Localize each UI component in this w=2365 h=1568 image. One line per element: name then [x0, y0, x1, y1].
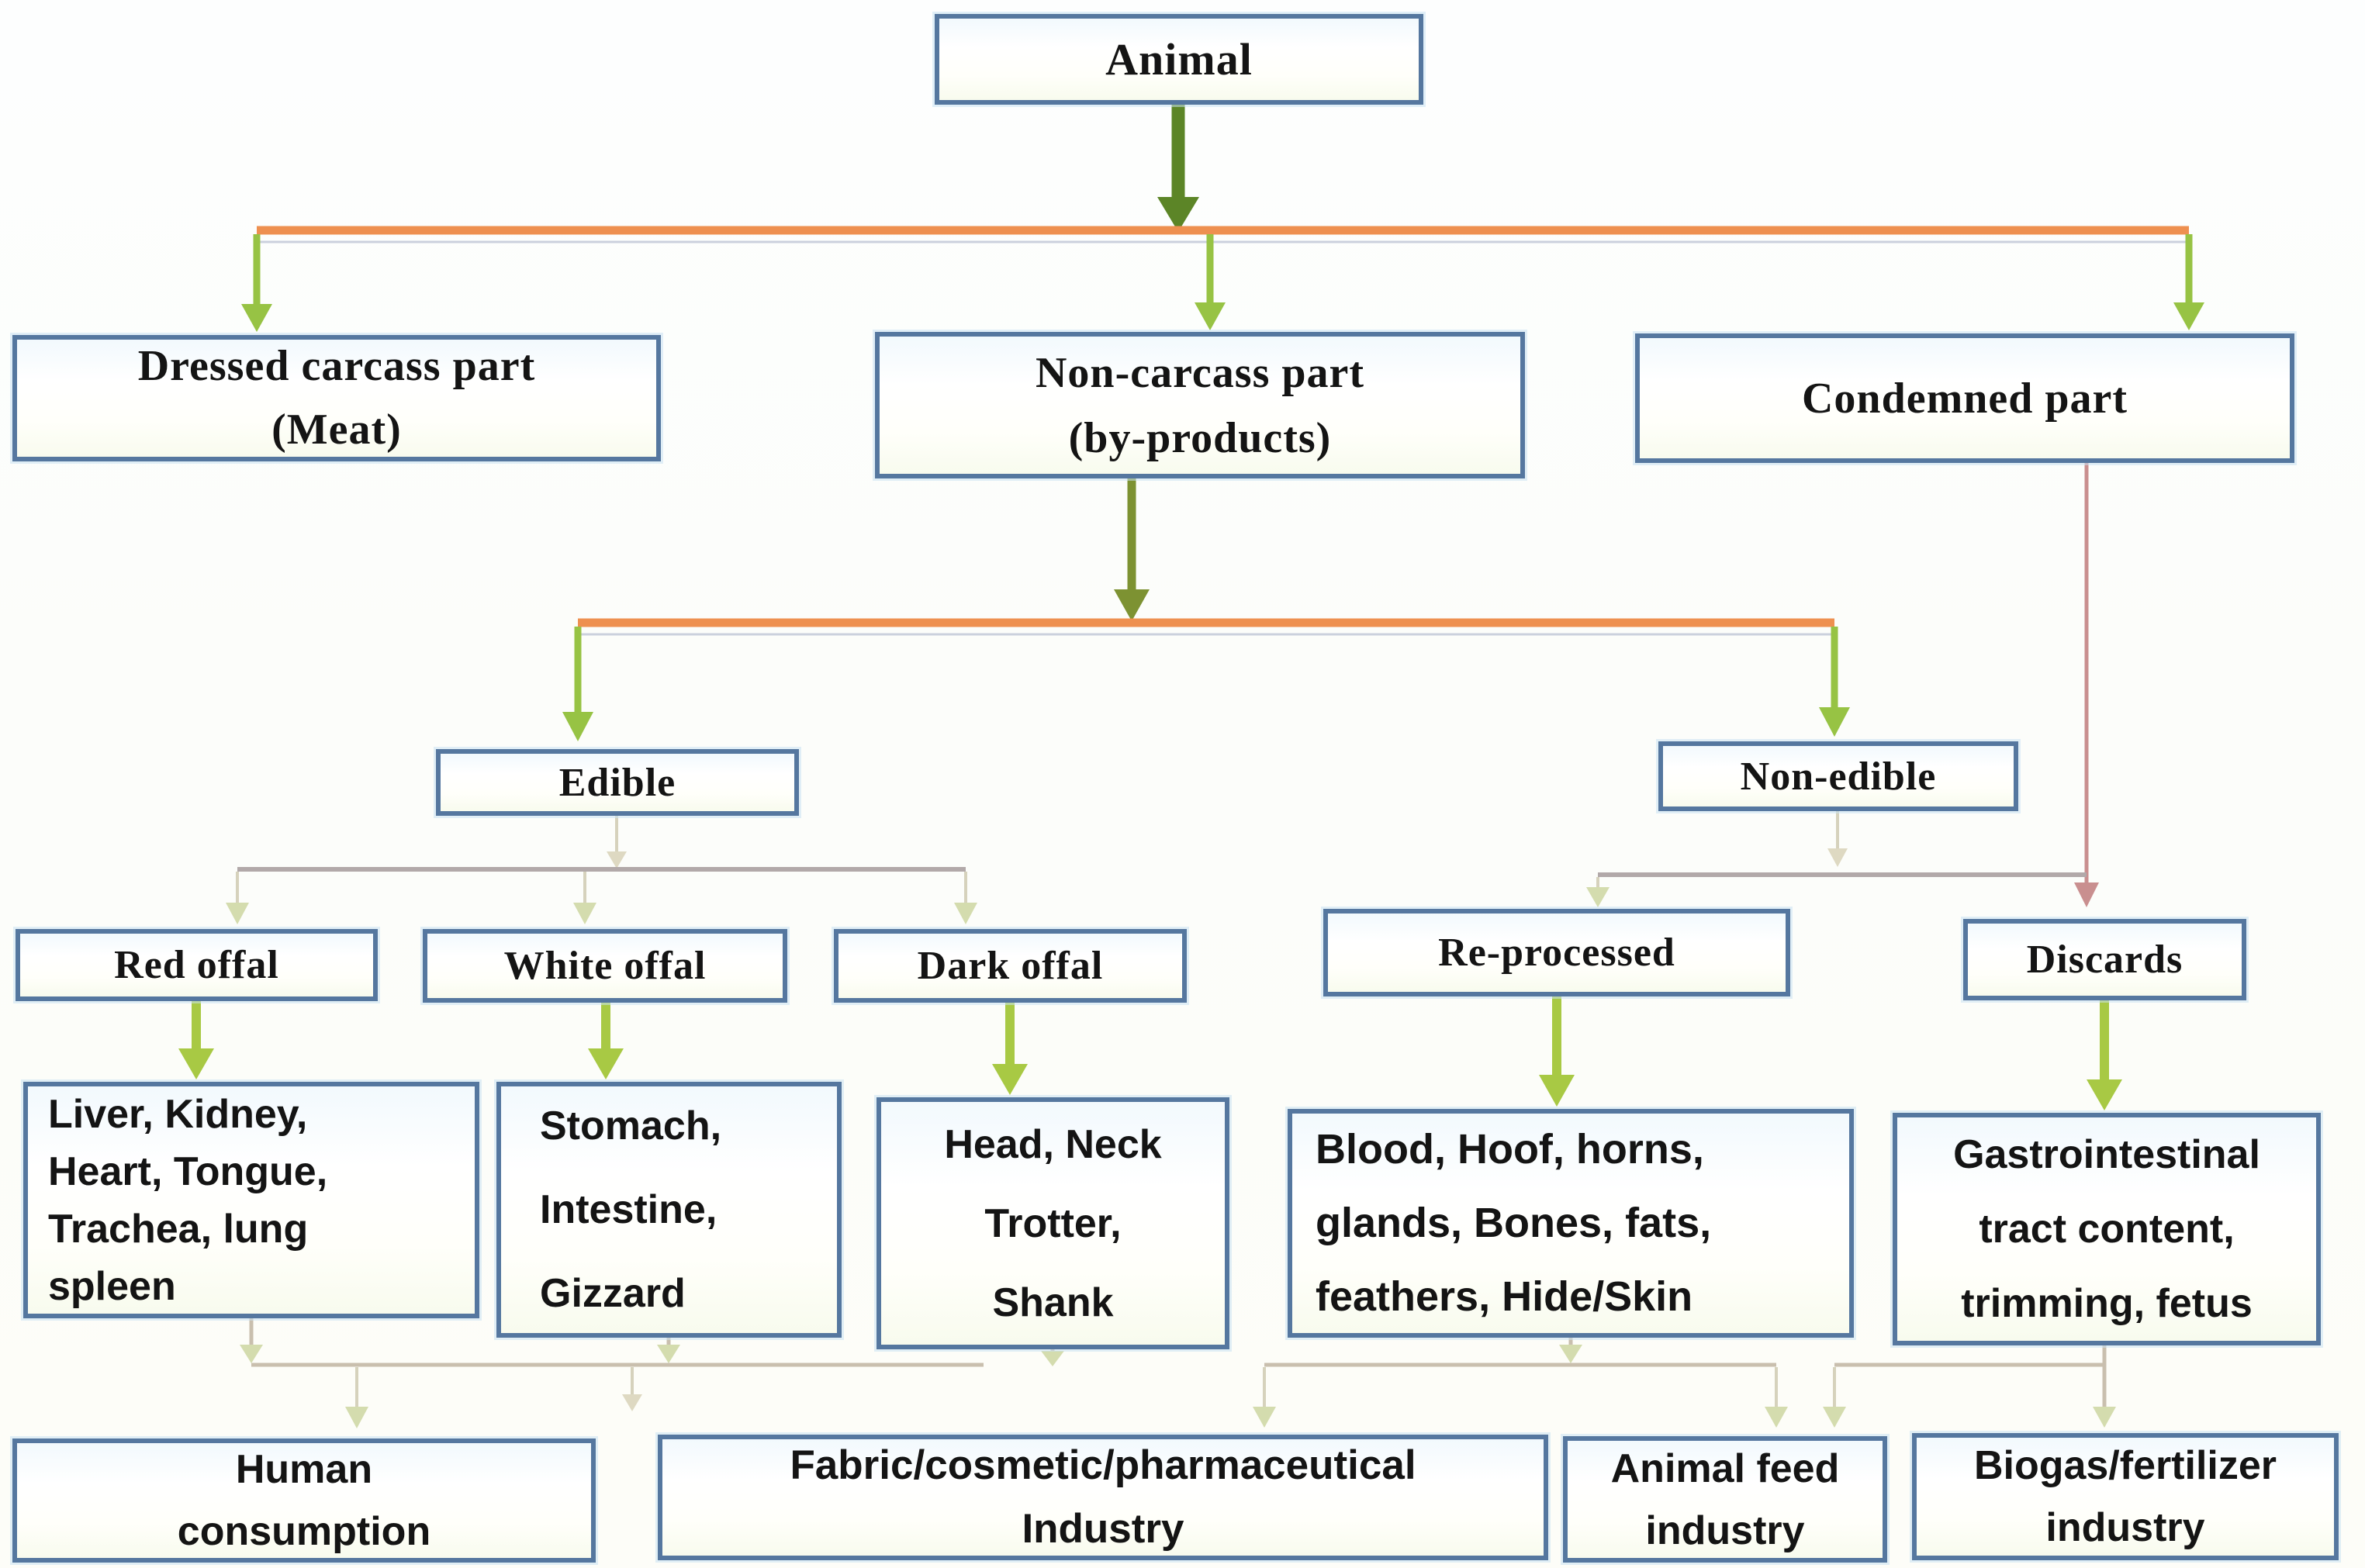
tier2-orange-connector	[578, 618, 1834, 636]
arrow-condemned-to-discards	[2074, 463, 2099, 907]
node-red-offal-items: Liver, Kidney, Heart, Tongue, Trachea, l…	[23, 1082, 479, 1318]
node-white-offal-items: Stomach, Intestine, Gizzard	[496, 1082, 842, 1338]
node-edible: Edible	[436, 749, 799, 816]
node-non-edible-label: Non-edible	[1740, 754, 1937, 799]
node-non-carcass-label: Non-carcass part (by-products)	[1035, 348, 1365, 462]
node-re-processed-label: Re-processed	[1438, 931, 1675, 975]
node-biogas-industry: Biogas/fertilizer industry	[1912, 1433, 2339, 1560]
node-discard-items-label: Gastrointestinal tract content, trimming…	[1953, 1132, 2260, 1326]
node-white-offal-items-label: Stomach, Intestine, Gizzard	[540, 1103, 722, 1316]
node-red-offal: Red offal	[16, 929, 378, 1001]
node-dark-offal: Dark offal	[834, 929, 1187, 1003]
tier1-orange-connector	[257, 226, 2189, 243]
arrow-reprocessed-items	[1539, 996, 1575, 1107]
arrow-discards-items	[2087, 1000, 2122, 1110]
edible-branch-connector	[226, 816, 977, 924]
node-fabric-industry-label: Fabric/cosmetic/pharmaceutical Industry	[790, 1442, 1416, 1552]
arrow-to-non-carcass	[1195, 234, 1226, 330]
node-biogas-industry-label: Biogas/fertilizer industry	[1973, 1443, 2277, 1550]
node-human-consumption: Human consumption	[12, 1438, 596, 1563]
node-re-processed-items-label: Blood, Hoof, horns, glands, Bones, fats,…	[1316, 1126, 1712, 1320]
node-non-carcass: Non-carcass part (by-products)	[875, 332, 1525, 478]
arrow-to-condemned	[2173, 234, 2204, 330]
node-dark-offal-items-label: Head, Neck Trotter, Shank	[944, 1121, 1162, 1325]
node-animal-feed-industry-label: Animal feed industry	[1610, 1445, 1840, 1553]
node-dark-offal-items: Head, Neck Trotter, Shank	[877, 1097, 1229, 1349]
node-discards-label: Discards	[2026, 938, 2183, 982]
node-discards: Discards	[1963, 919, 2246, 1000]
arrow-redoffal-items	[178, 1001, 214, 1079]
node-dark-offal-label: Dark offal	[917, 944, 1104, 988]
node-edible-label: Edible	[558, 760, 676, 805]
node-human-consumption-label: Human consumption	[177, 1447, 431, 1554]
node-dressed-carcass-label: Dressed carcass part (Meat)	[137, 342, 536, 454]
node-red-offal-items-label: Liver, Kidney, Heart, Tongue, Trachea, l…	[48, 1091, 328, 1309]
node-animal-feed-industry: Animal feed industry	[1563, 1436, 1887, 1563]
node-fabric-industry: Fabric/cosmetic/pharmaceutical Industry	[658, 1435, 1548, 1560]
node-white-offal-label: White offal	[503, 944, 707, 988]
arrow-noncarcass-to-split	[1114, 477, 1150, 621]
arrow-to-dressed-carcass	[241, 234, 272, 332]
node-red-offal-label: Red offal	[114, 943, 279, 987]
arrow-to-edible	[562, 627, 593, 741]
arrow-to-non-edible	[1819, 627, 1850, 737]
node-re-processed-items: Blood, Hoof, horns, glands, Bones, fats,…	[1288, 1109, 1854, 1338]
arrow-darkoffal-items	[992, 1003, 1028, 1095]
node-condemned: Condemned part	[1635, 333, 2294, 463]
arrow-whiteoffal-items	[588, 1003, 624, 1079]
nonedible-branch-connector	[1586, 811, 2087, 907]
reprocessed-to-industry-connector	[1253, 1337, 1788, 1428]
node-animal-label: Animal	[1105, 34, 1253, 85]
node-condemned-label: Condemned part	[1801, 374, 2128, 423]
node-dressed-carcass: Dressed carcass part (Meat)	[12, 335, 661, 461]
node-white-offal: White offal	[423, 929, 787, 1003]
node-non-edible: Non-edible	[1658, 741, 2018, 811]
node-discard-items: Gastrointestinal tract content, trimming…	[1893, 1113, 2321, 1345]
node-re-processed: Re-processed	[1323, 909, 1790, 996]
arrow-animal-to-split	[1157, 105, 1199, 232]
node-animal: Animal	[935, 14, 1423, 105]
discards-to-industry-connector	[1823, 1345, 2116, 1428]
